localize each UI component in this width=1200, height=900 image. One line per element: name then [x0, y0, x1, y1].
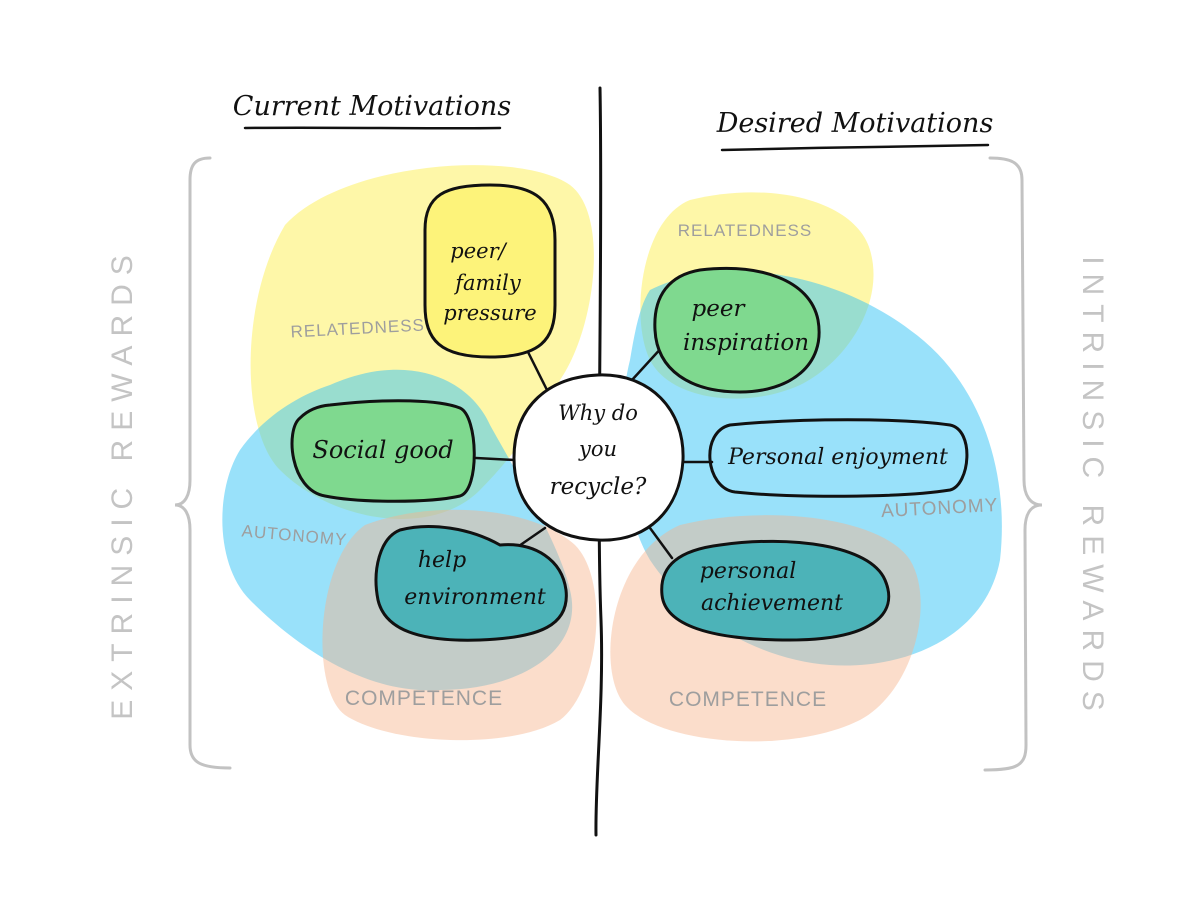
bubble-text-line: inspiration [683, 330, 809, 356]
center-divider-line [594, 86, 604, 837]
bubble-outline [708, 418, 969, 498]
left-title-underline [243, 126, 502, 130]
connector-social-good [474, 456, 516, 462]
bubble-text-line: help [418, 548, 466, 573]
bubble-outline [653, 266, 821, 394]
connector-peer-family [526, 350, 550, 394]
bubble-text: Social good [312, 436, 453, 464]
bubble-text-line: personal [700, 559, 796, 584]
bubble-peer-inspiration: peer inspiration [653, 266, 821, 394]
bubble-text-line: family [453, 271, 522, 295]
bubble-personal-enjoyment: Personal enjoyment [708, 418, 969, 498]
right-relatedness-label: RELATEDNESS [678, 221, 812, 240]
left-competence-label: COMPETENCE [345, 687, 503, 710]
left-title-group: Current Motivations [233, 91, 511, 130]
bubble-text-line: peer [692, 296, 747, 322]
intrinsic-rewards-label: INTRINSIC REWARDS [1076, 256, 1109, 720]
right-brace [983, 156, 1043, 772]
bubble-personal-achievement: personal achievement [660, 539, 891, 642]
bubble-text-line: peer/ [450, 239, 507, 263]
center-line-3: recycle? [550, 474, 647, 500]
center-bubble: Why do you recycle? [512, 373, 685, 542]
right-title-underline [720, 143, 990, 152]
left-title: Current Motivations [233, 91, 511, 122]
connector-personal-achievement [648, 526, 674, 560]
left-brace [174, 156, 232, 770]
bubble-peer-family-pressure: peer/ family pressure [423, 183, 557, 359]
bubble-text-line: environment [404, 585, 546, 610]
right-title: Desired Motivations [716, 108, 994, 139]
bubble-text: Personal enjoyment [727, 445, 948, 470]
bubble-social-good: Social good [290, 399, 476, 503]
center-outline [512, 373, 685, 542]
bubble-outline [374, 525, 568, 642]
bubble-outline [290, 399, 476, 503]
bubble-outline [660, 539, 891, 642]
center-line-2: you [578, 437, 617, 461]
bubble-text-line: pressure [443, 301, 536, 325]
bubble-outline [423, 183, 557, 359]
right-title-group: Desired Motivations [716, 108, 994, 152]
center-line-1: Why do [558, 401, 638, 425]
bubble-help-environment: help environment [374, 525, 568, 642]
bubble-text-line: achievement [701, 591, 843, 616]
right-competence-label: COMPETENCE [669, 688, 827, 711]
extrinsic-rewards-label: EXTRINSIC REWARDS [106, 246, 139, 720]
